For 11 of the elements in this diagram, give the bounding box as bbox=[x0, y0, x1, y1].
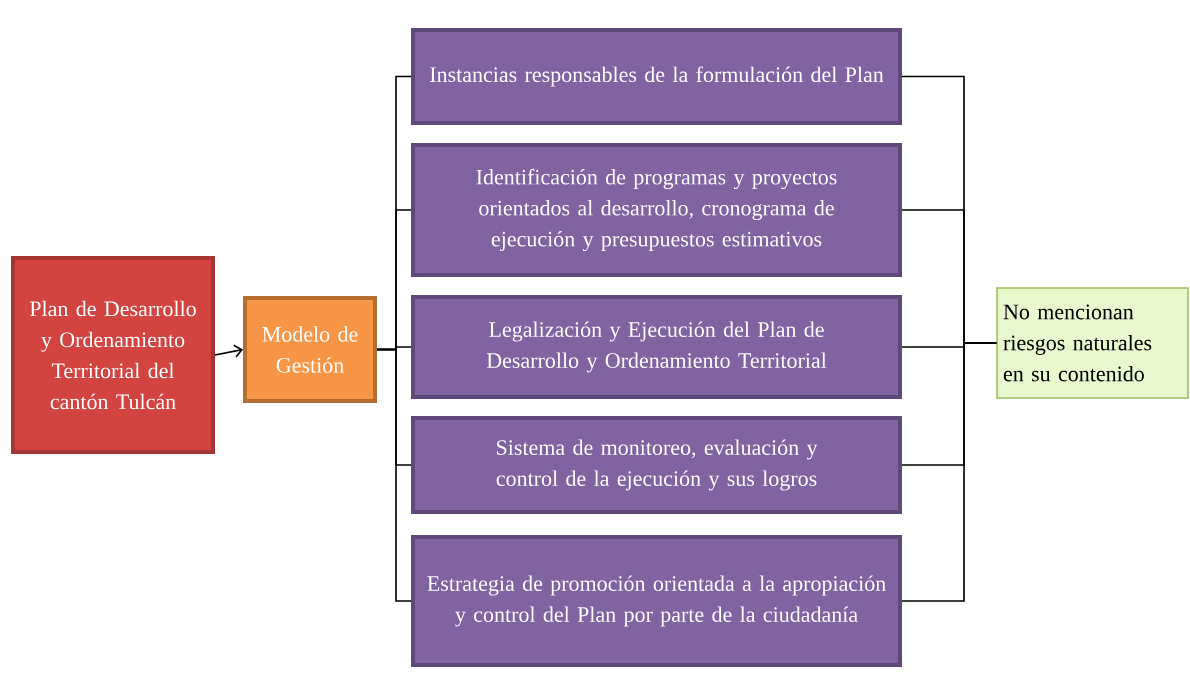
connector bbox=[901, 342, 998, 602]
component-box: Instancias responsables de la formulación del Plan bbox=[411, 28, 902, 125]
component-box: Identificación de programas y proyectos orientados al desarrollo, cronograma de ejecución y presupuestos estimativos bbox=[411, 143, 902, 277]
note-box: No mencionan riesgos naturales en su contenido bbox=[996, 287, 1189, 399]
arrow bbox=[214, 344, 243, 358]
connector bbox=[376, 348, 412, 602]
plan-box: Plan de Desarrollo y Ordenamiento Territorial del cantón Tulcán bbox=[11, 256, 215, 454]
component-box: Sistema de monitoreo, evaluación y control de la ejecución y sus logros bbox=[411, 416, 902, 514]
component-box: Legalización y Ejecución del Plan de Desarrollo y Ordenamiento Territorial bbox=[411, 295, 902, 399]
component-box: Estrategia de promoción orientada a la apropiación y control del Plan por parte de la ciudadanía bbox=[411, 535, 902, 667]
model-box: Modelo de Gestión bbox=[243, 296, 377, 403]
